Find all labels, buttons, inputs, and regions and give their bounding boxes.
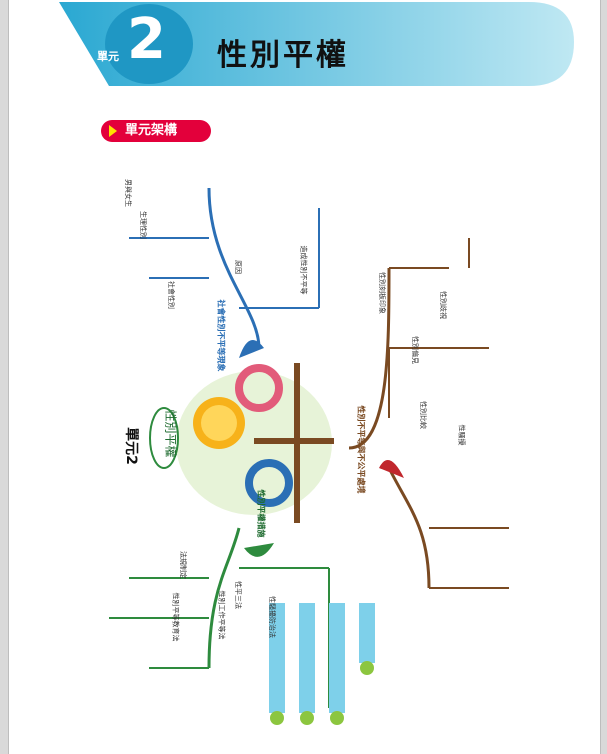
map-node: 性別刻板印象 [378,272,386,314]
mindmap-figure [109,187,509,725]
page-title: 性別平權 [217,38,349,73]
map-node: 社會性別 [167,281,175,309]
map-node: 性騷擾 [457,424,466,446]
map-node: 生理性別 [139,211,147,239]
female-symbol-icon [235,364,283,412]
section-badge-label: 單元架構 [125,123,178,138]
map-node: 性別歧視 [439,291,447,319]
map-node: 性騷擾防治法 [268,596,276,638]
map-node: 男與女生 [124,179,132,207]
branch-label: 性別平權措施 [256,489,266,538]
map-node: 性別比較 [419,401,427,429]
map-node: 造成性別不平等 [299,245,308,295]
male-symbol-icon [245,459,293,507]
unit-number: 2 [127,7,166,72]
play-icon [109,125,117,137]
section-badge: 單元架構 [101,120,211,142]
branch-label: 性別不平等與不公平處境 [356,405,366,494]
title-banner [59,2,574,86]
center-subtitle: 性別平權 [163,409,178,458]
map-node: 原因 [234,260,242,274]
page: 單元 2 性別平權 單元架構 [8,0,601,754]
map-node: 法規制定 [179,551,187,579]
unit-label: 單元 [97,50,119,63]
branch-label: 社會性別不平等現象 [216,299,226,372]
map-node: 性平三法 [234,581,242,609]
map-node: 性別偏見 [411,336,419,364]
map-node: 性別平等教育法 [171,592,180,642]
map-node: 性別工作平等法 [217,590,226,640]
center-title: 單元2 [122,427,139,465]
